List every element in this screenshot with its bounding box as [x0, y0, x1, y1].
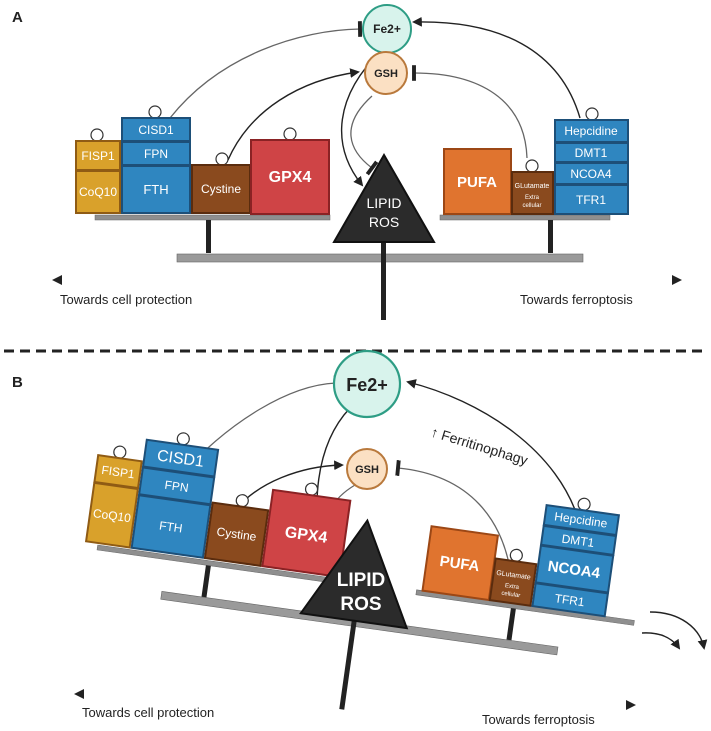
b-dmt1-label: DMT1 [561, 532, 596, 550]
b-glutamate-label-3: cellular [501, 591, 521, 600]
panel-b: B Fe2+ GSH ↑ Ferritinophagy FISP1 CoQ10 [12, 349, 708, 727]
hepcidine-box: Hepcidine [554, 107, 629, 143]
left-pan [94, 214, 331, 221]
ncoa4-label: NCOA4 [570, 167, 612, 181]
b-gpx4-label: GPX4 [284, 524, 329, 547]
fisp1-label: FISP1 [81, 149, 115, 163]
b-fth-box [130, 494, 212, 559]
panel-a-label: A [12, 9, 23, 26]
cisd1-inhibits-fe-arc [169, 21, 363, 119]
toward-ferroptosis-label: Towards ferroptosis [520, 292, 633, 307]
b-hepcidine-to-fe-arc [406, 379, 581, 526]
b-coq10-box [84, 481, 140, 549]
b-glutamate-label-2: Extra [505, 583, 520, 591]
hepcidine-to-fe-arc [412, 16, 581, 119]
b-fe-label: Fe2+ [346, 375, 388, 395]
b-fulcrum-post [339, 600, 360, 710]
glutamate-label-3: cellular [522, 203, 541, 209]
b-cystine-label: Cystine [216, 524, 258, 543]
fth-box: FTH [121, 165, 191, 214]
b-protection-arrowhead [74, 689, 84, 699]
ros-label: ROS [369, 214, 399, 230]
b-gsh-circle [346, 448, 388, 490]
b-gsh-label: GSH [355, 464, 379, 476]
tipping-arrow-1 [641, 632, 681, 650]
gsh-label: GSH [374, 68, 398, 80]
b-toward-ferroptosis-label: Towards ferroptosis [482, 712, 595, 727]
b-lipid-ros-triangle: LIPID ROS [299, 518, 409, 630]
cisd1-box: CISD1 [121, 105, 191, 142]
glutamate-box: GLutamate Extra cellular [511, 159, 554, 215]
b-tfr1-label: TFR1 [554, 591, 586, 609]
b-glutamate-box [488, 557, 538, 607]
b-right-post [506, 608, 516, 641]
gsh-inhibits-lipid-ros-arc [350, 95, 379, 176]
tfr1-box: TFR1 [554, 184, 629, 215]
left-post [206, 220, 211, 253]
glutamate-label-1: GLutamate [515, 183, 550, 190]
right-post [548, 220, 553, 253]
b-ros-label: ROS [340, 594, 381, 615]
b-gpx4-box [261, 488, 352, 579]
b-tfr1-box [531, 582, 610, 618]
b-glutamate-label-1: GLutamate [496, 570, 531, 582]
panel-b-label: B [12, 374, 23, 391]
b-left-post [201, 565, 211, 598]
ferritinophagy-label: ↑ Ferritinophagy [429, 424, 530, 469]
gsh-circle [364, 51, 408, 95]
coq10-label: CoQ10 [79, 185, 117, 199]
b-pufa-label: PUFA [439, 553, 481, 575]
pufa-box: PUFA [443, 148, 512, 215]
fulcrum-post [381, 240, 386, 320]
fpn-label: FPN [144, 147, 168, 161]
cystine-to-gsh-arc [227, 68, 360, 161]
b-coq10-label: CoQ10 [92, 506, 132, 525]
fe-label: Fe2+ [373, 22, 401, 36]
glutamate-label-2: Extra [525, 195, 540, 201]
cystine-box: Cystine [191, 152, 251, 214]
dmt1-label: DMT1 [575, 146, 608, 160]
fisp1-box: FISP1 [75, 128, 121, 171]
gpx4-box: GPX4 [250, 127, 330, 215]
b-lipid-label: LIPID [337, 570, 386, 591]
balance-beam [176, 253, 584, 263]
panel-a: A Fe2+ GSH FISP1 CoQ10 [12, 4, 682, 320]
right-pan [439, 214, 611, 221]
glutamate-inhibits-gsh-arc [412, 65, 528, 159]
b-cystine-box [203, 501, 270, 567]
fpn-box: FPN [121, 141, 191, 166]
ferroptosis-arrowhead [672, 275, 682, 285]
toward-protection-label: Towards cell protection [60, 292, 192, 307]
cisd1-label: CISD1 [138, 123, 174, 137]
fth-label: FTH [143, 182, 168, 197]
b-ferroptosis-arrowhead [626, 700, 636, 710]
gpx4-label: GPX4 [269, 169, 312, 186]
ncoa4-box: NCOA4 [554, 162, 629, 185]
b-cisd1-label: CISD1 [156, 447, 205, 470]
b-fe-circle [332, 349, 402, 419]
b-fisp1-label: FISP1 [101, 463, 136, 482]
b-fpn-label: FPN [164, 478, 190, 495]
lipid-label: LIPID [366, 195, 401, 211]
tfr1-label: TFR1 [576, 193, 606, 207]
hepcidine-label: Hepcidine [564, 124, 618, 138]
dmt1-box: DMT1 [554, 142, 629, 163]
tipping-arrow-2 [649, 611, 708, 650]
lipid-ros-triangle: LIPID ROS [332, 152, 436, 243]
protection-arrowhead [52, 275, 62, 285]
coq10-box: CoQ10 [75, 170, 121, 214]
b-toward-protection-label: Towards cell protection [82, 705, 214, 720]
b-fth-label: FTH [158, 518, 183, 535]
pufa-label: PUFA [457, 174, 497, 191]
cystine-label: Cystine [201, 182, 241, 196]
